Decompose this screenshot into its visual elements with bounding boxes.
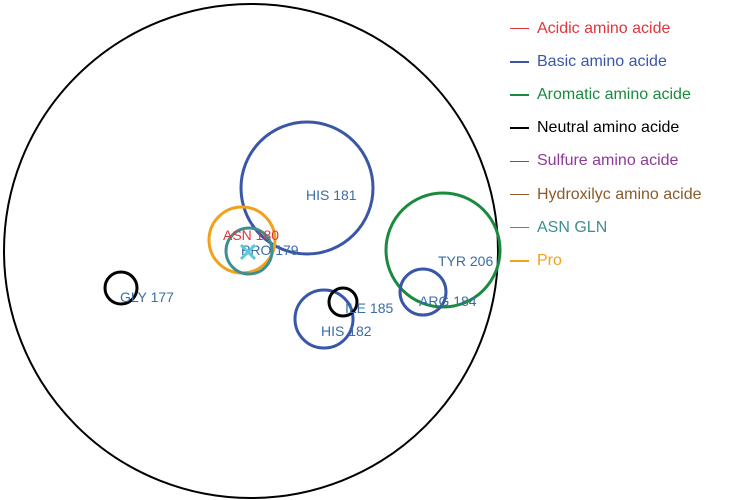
legend-label: Acidic amino acide <box>537 19 671 37</box>
residue-circle-ile-185 <box>327 286 359 318</box>
legend-item: Acidic amino acide <box>510 12 738 45</box>
residue-label-his-181: HIS 181 <box>306 187 357 203</box>
residue-circle-arg-184 <box>398 267 448 317</box>
legend-line-icon <box>510 160 529 163</box>
legend-item: Sulfure amino acide <box>510 145 738 178</box>
legend-line-icon <box>510 260 529 262</box>
boundary-circle <box>3 3 499 499</box>
residue-label-gly-177: GLY 177 <box>120 289 174 305</box>
center-cross-marker <box>239 243 257 261</box>
residue-label-arg-184: ARG 184 <box>419 293 477 309</box>
residue-circle-gly-177 <box>103 270 139 306</box>
residue-circle-his-182 <box>293 288 355 350</box>
legend-line-icon <box>510 193 529 196</box>
residue-label-ile-185: ILE 185 <box>345 300 393 316</box>
legend-line-icon <box>510 127 529 129</box>
legend-item: Neutral amino acide <box>510 112 738 145</box>
legend-item: ASN GLN <box>510 211 738 244</box>
legend-line-icon <box>510 94 529 96</box>
legend-label: Neutral amino acide <box>537 119 680 137</box>
legend-line-icon <box>510 61 529 63</box>
residue-circle-pro-179 <box>224 226 274 276</box>
legend-item: Basic amino acide <box>510 45 738 78</box>
residue-label-tyr-206: TYR 206 <box>438 253 493 269</box>
legend-label: Sulfure amino acide <box>537 152 679 170</box>
legend-label: Aromatic amino acide <box>537 85 691 103</box>
legend-label: Basic amino acide <box>537 52 667 70</box>
legend-label: Pro <box>537 251 562 269</box>
residue-label-asn-180: ASN 180 <box>223 227 279 243</box>
legend-label: ASN GLN <box>537 218 608 236</box>
legend-item: Hydroxilyc amino acide <box>510 178 738 211</box>
residue-circles <box>103 120 502 350</box>
residue-label-his-182: HIS 182 <box>321 323 372 339</box>
residue-circle-tyr-206 <box>384 191 502 309</box>
legend-item: Pro <box>510 244 738 277</box>
legend-line-icon <box>510 226 529 229</box>
residue-circle-his-181 <box>239 120 375 256</box>
legend-line-icon <box>510 27 529 30</box>
legend-label: Hydroxilyc amino acide <box>537 185 702 203</box>
legend-item: Aromatic amino acide <box>510 78 738 111</box>
